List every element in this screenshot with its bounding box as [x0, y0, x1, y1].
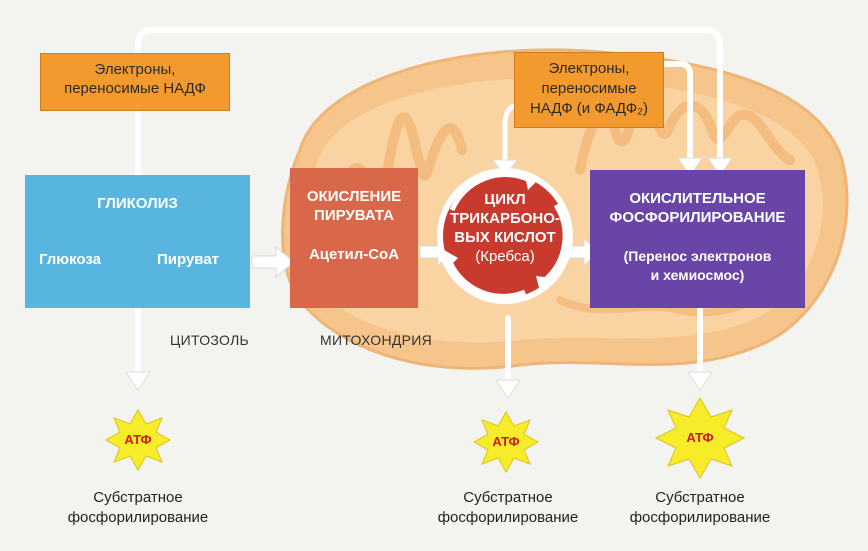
substrate-phosphorylation-caption-3: Субстратное фосфорилирование	[620, 488, 780, 528]
oxphos-sub-2: и хемиосмос)	[650, 267, 745, 283]
caption-1-line-1: Субстратное	[93, 489, 183, 506]
atp-label-3: АТФ	[686, 430, 714, 445]
krebs-line-2: ТРИКАРБОНО-	[450, 210, 560, 227]
oxphos-sub-1: (Перенос электронов	[623, 248, 772, 264]
substrate-phosphorylation-caption-2: Субстратное фосфорилирование	[428, 488, 588, 528]
caption-3-line-2: фосфорилирование	[629, 509, 771, 526]
caption-2-line-2: фосфорилирование	[437, 509, 579, 526]
arrowheads	[125, 157, 733, 399]
substrate-phosphorylation-caption-1: Субстратное фосфорилирование	[58, 488, 218, 528]
cytosol-label: ЦИТОЗОЛЬ	[170, 332, 250, 348]
atp-label-1: АТФ	[124, 432, 152, 447]
glycolysis-box: ГЛИКОЛИЗ Глюкоза Пируват	[25, 175, 250, 308]
krebs-cycle-circle	[437, 168, 573, 304]
atp-label-2: АТФ	[492, 434, 520, 449]
pyruvate-oxidation-title-2: ПИРУВАТА	[314, 207, 394, 224]
pyruvate-oxidation-title-1: ОКИСЛЕНИЕ	[306, 188, 402, 205]
oxphos-title-2: ФОСФОРИЛИРОВАНИЕ	[609, 209, 786, 226]
acetyl-coa-label: Ацетил-СоА	[308, 246, 400, 263]
atp-star-3	[654, 397, 746, 479]
krebs-line-1: ЦИКЛ	[484, 191, 526, 208]
note-right-line-1: Электроны,	[548, 60, 630, 77]
pyruvate-oxidation-box: ОКИСЛЕНИЕ ПИРУВАТА Ацетил-СоА	[290, 168, 418, 308]
note-left-line-2: переносимые НАДФ	[64, 80, 206, 97]
pyruvate-label: Пируват	[157, 251, 220, 268]
glycolysis-title: ГЛИКОЛИЗ	[97, 195, 178, 212]
note-right-line-2: переносимые	[541, 80, 637, 97]
krebs-cycle-text: ЦИКЛ ТРИКАРБОНО- ВЫХ КИСЛОТ (Кребса)	[445, 190, 565, 282]
mitochondrion-label: МИТОХОНДРИЯ	[320, 332, 433, 348]
krebs-line-3: ВЫХ КИСЛОТ	[454, 229, 556, 246]
atp-star-1	[104, 408, 172, 472]
krebs-line-4: (Кребса)	[475, 248, 535, 265]
electrons-note-right: Электроны, переносимые НАДФ (и ФАДФ₂)	[514, 52, 664, 128]
note-right-line-3: НАДФ (и ФАДФ₂)	[530, 100, 648, 117]
caption-2-line-1: Субстратное	[463, 489, 553, 506]
glucose-label: Глюкоза	[39, 251, 101, 268]
oxphos-box: ОКИСЛИТЕЛЬНОЕ ФОСФОРИЛИРОВАНИЕ (Перенос …	[590, 170, 805, 308]
caption-3-line-1: Субстратное	[655, 489, 745, 506]
atp-star-2	[472, 410, 540, 474]
oxphos-title-1: ОКИСЛИТЕЛЬНОЕ	[629, 190, 766, 207]
caption-1-line-2: фосфорилирование	[67, 509, 209, 526]
electrons-note-left: Электроны, переносимые НАДФ	[40, 53, 230, 111]
note-left-line-1: Электроны,	[94, 61, 176, 78]
